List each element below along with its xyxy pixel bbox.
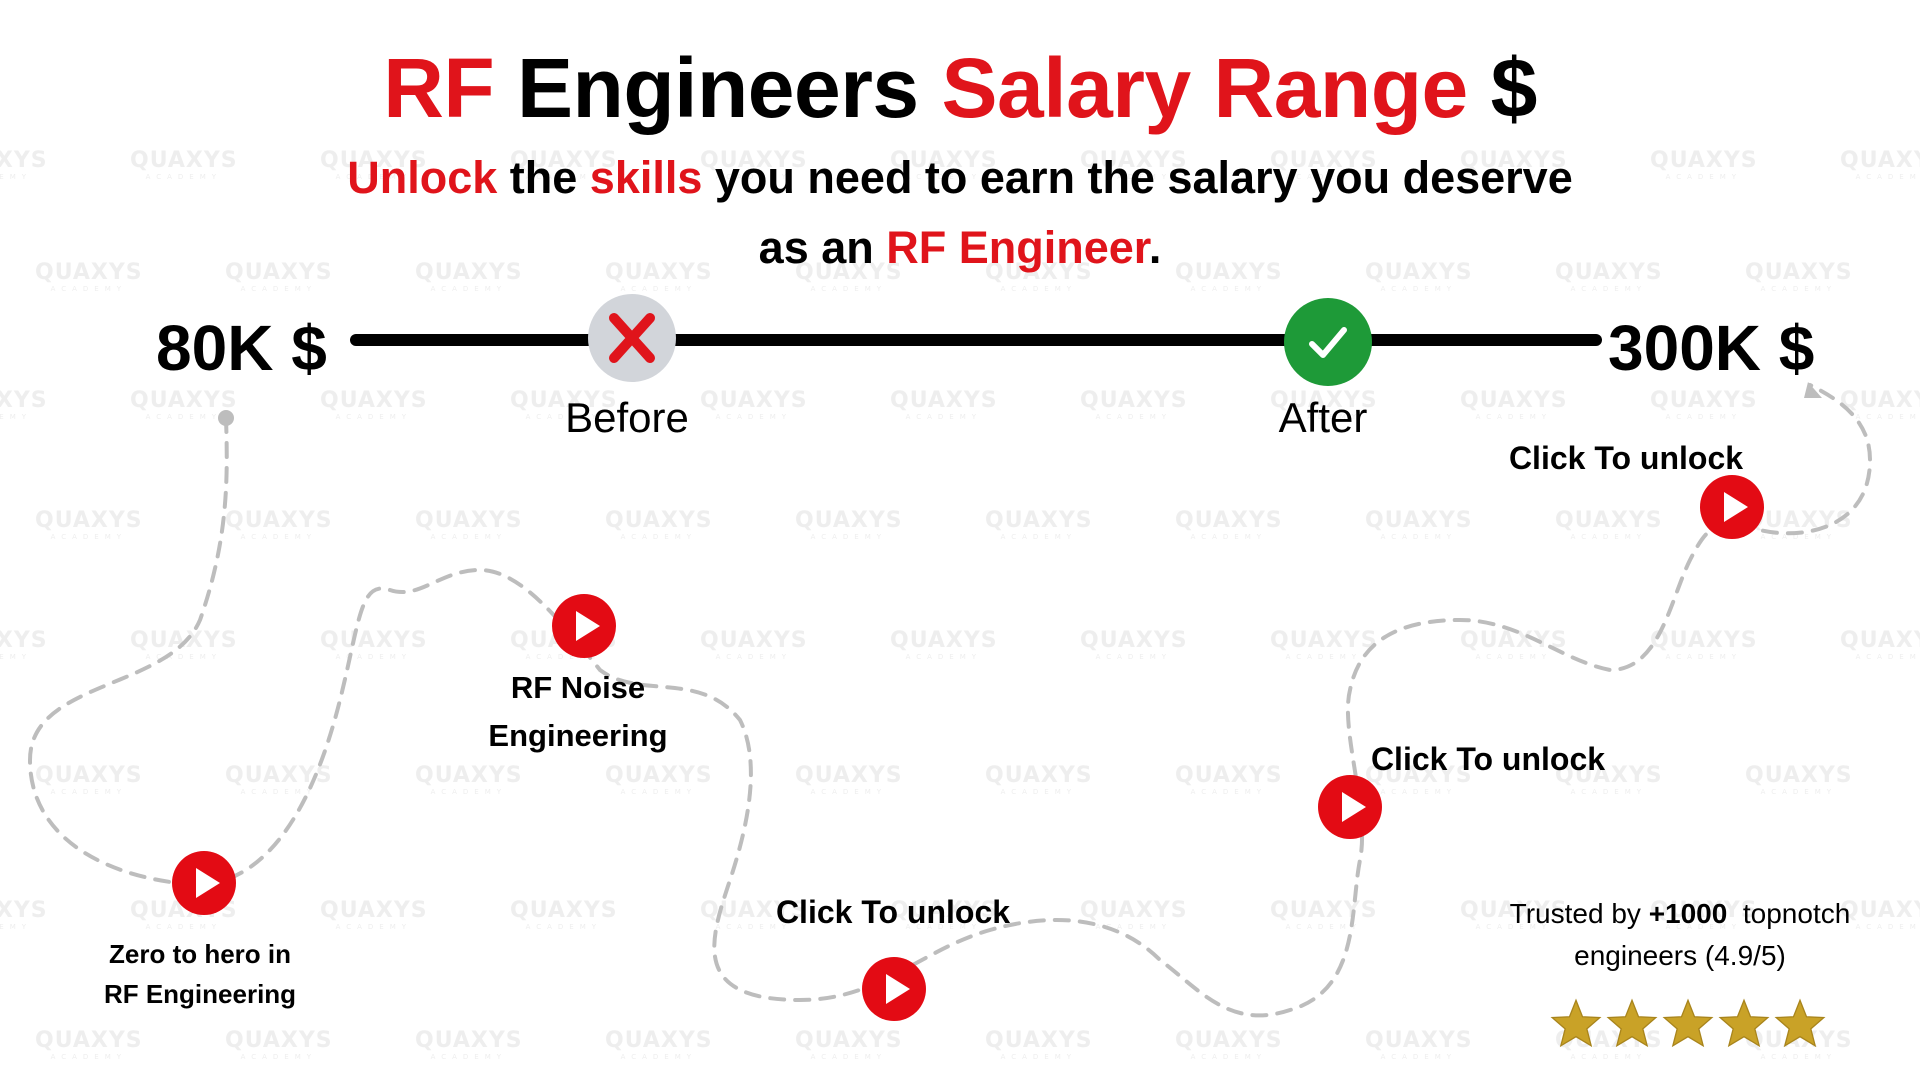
journey-start-dot	[218, 410, 234, 426]
subtitle-rf-engineer: RF Engineer	[886, 222, 1149, 273]
step-rf-noise-play-button[interactable]	[552, 594, 616, 658]
before-marker	[588, 294, 676, 382]
title-rf: RF	[383, 41, 495, 135]
star-icon	[1550, 998, 1602, 1048]
after-label: After	[1278, 394, 1368, 441]
page-title: RF Engineers Salary Range $	[0, 40, 1920, 137]
trust-line-2: engineers (4.9/5)	[1574, 940, 1786, 971]
step-rf-noise-label[interactable]: RF Noise Engineering	[448, 664, 708, 760]
title-engineers: Engineers	[494, 41, 942, 135]
title-salary-range: Salary Range	[941, 41, 1468, 135]
rating-stars	[1550, 998, 1826, 1048]
title-dollar: $	[1467, 41, 1538, 135]
max-salary-label: 300K $	[1608, 312, 1815, 384]
step-rf-noise-line-2: Engineering	[488, 718, 668, 753]
step-zero-to-hero-label[interactable]: Zero to hero in RF Engineering	[80, 934, 320, 1014]
star-icon	[1718, 998, 1770, 1048]
step-5-label[interactable]: Click To unlock	[1508, 440, 1744, 476]
journey-path	[27, 383, 1873, 1018]
before-label: Before	[565, 394, 689, 441]
step-3-play-button[interactable]	[862, 957, 926, 1021]
star-icon	[1774, 998, 1826, 1048]
journey-end-arrow	[1804, 382, 1822, 398]
check-icon	[1309, 327, 1347, 358]
step-zero-to-hero-play-button[interactable]	[172, 851, 236, 915]
play-icon	[1341, 792, 1366, 822]
subtitle-unlock: Unlock	[347, 152, 498, 203]
subtitle-text-1: the	[497, 152, 590, 203]
x-icon	[609, 313, 655, 363]
subtitle-text-3: as an	[758, 222, 887, 273]
after-marker	[1284, 298, 1372, 386]
trust-suffix: topnotch	[1727, 898, 1851, 929]
trust-prefix: Trusted by	[1509, 898, 1649, 929]
play-icon	[195, 868, 220, 898]
star-icon	[1606, 998, 1658, 1048]
step-zero-to-hero-line-2: RF Engineering	[103, 979, 297, 1009]
min-salary-label: 80K $	[156, 312, 327, 384]
step-5-play-button[interactable]	[1700, 475, 1764, 539]
step-rf-noise-line-1: RF Noise	[510, 670, 646, 705]
step-4-play-button[interactable]	[1318, 775, 1382, 839]
subtitle-text-2: you need to earn the salary you deserve	[702, 152, 1573, 203]
play-icon	[1723, 492, 1748, 522]
step-3-label[interactable]: Click To unlock	[775, 894, 1011, 930]
play-icon	[575, 611, 600, 641]
trust-count: +1000	[1648, 898, 1728, 929]
trust-statement: Trusted by +1000 topnotch engineers (4.9…	[1470, 893, 1890, 977]
star-icon	[1662, 998, 1714, 1048]
subtitle-period: .	[1148, 222, 1162, 273]
play-icon	[885, 974, 910, 1004]
subtitle: Unlock the skills you need to earn the s…	[0, 143, 1920, 283]
subtitle-skills: skills	[589, 152, 703, 203]
step-4-label[interactable]: Click To unlock	[1370, 741, 1606, 777]
step-zero-to-hero-line-1: Zero to hero in	[109, 939, 291, 969]
